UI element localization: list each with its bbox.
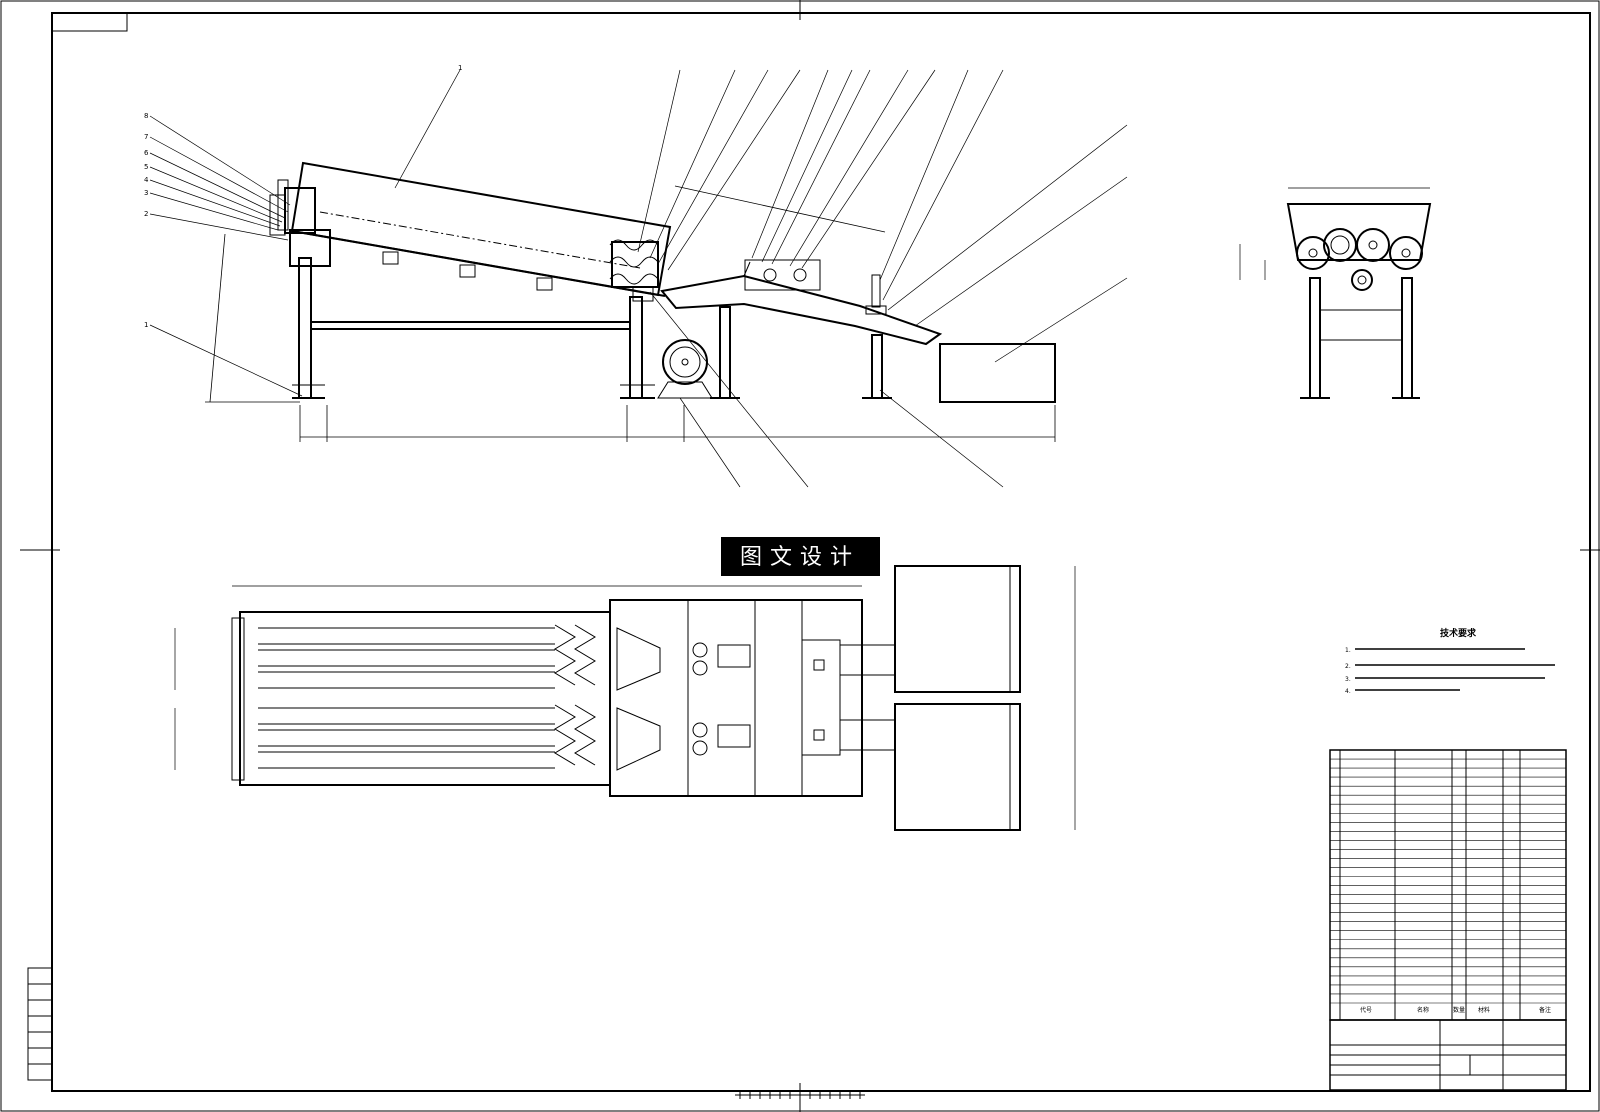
callout-top-label: 1 [458,64,462,72]
front-elevation-view: 1 8 7 6 5 4 3 2 1 [144,64,1128,488]
bom-header-material: 材料 [1478,1006,1490,1014]
tech-req-item-1: 1. [1345,647,1351,654]
side-approval-cells [27,967,53,1081]
bottom-scale [735,1091,865,1099]
bom-rows [1330,758,1566,1004]
callout-label: 7 [144,133,148,141]
callout-label: 3 [144,189,148,197]
leader-lines-top [149,69,1128,488]
bom-header-code: 代号 [1360,1006,1372,1014]
callout-label: 1 [144,321,148,329]
callout-label: 8 [144,112,148,120]
title-block [1329,1019,1567,1091]
tech-requirements: 技术要求 1. 2. 3. 4. [1345,627,1555,695]
side-callouts: 8 7 6 5 4 3 2 1 [144,112,149,329]
tech-req-item-3: 3. [1345,676,1351,683]
callout-label: 6 [144,149,149,157]
bom-header-name: 名称 [1417,1006,1429,1014]
bom-header-remark: 备注 [1539,1006,1551,1014]
end-view [1239,187,1432,399]
callout-label: 2 [144,210,148,218]
tech-req-item-4: 4. [1345,688,1351,695]
callout-label: 4 [144,176,149,184]
tech-req-title: 技术要求 [1440,627,1477,639]
watermark-badge: 图文设计 [721,537,880,576]
watermark-text: 图文设计 [740,545,860,570]
plan-view [174,565,1076,831]
bill-of-materials: 代号 名称 数量 材料 备注 [1329,749,1567,1021]
bom-header-qty: 数量 [1453,1006,1465,1014]
callout-label: 5 [144,163,148,171]
tech-req-item-2: 2. [1345,663,1351,670]
